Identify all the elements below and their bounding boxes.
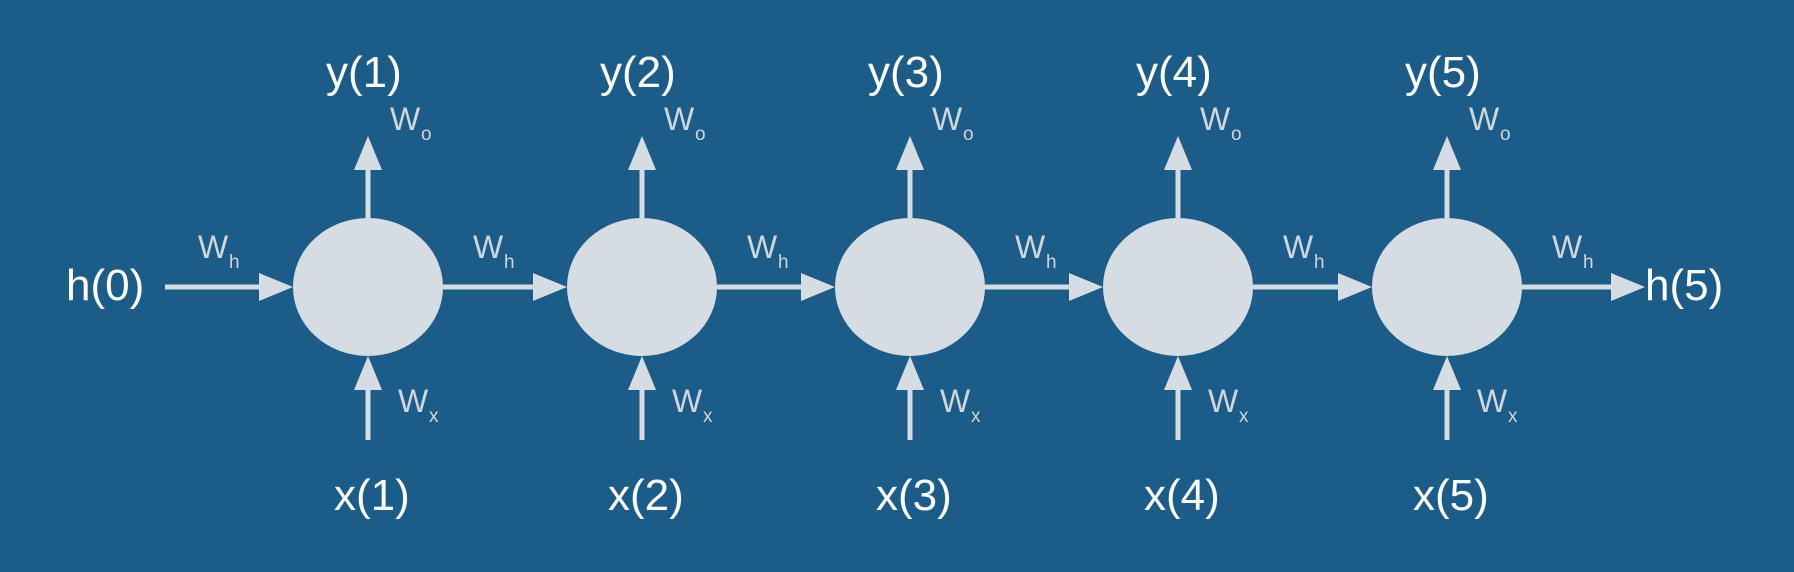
output-label-4: y(4) [1136,48,1212,97]
output-arrow-5-arrowhead [1433,136,1461,170]
hidden-weight-label-2-subscript: h [778,252,789,273]
output-label-2: y(2) [600,48,676,97]
hidden-weight-label-4-subscript: h [1314,252,1325,273]
input-arrow-4-arrowhead [1164,356,1192,390]
hidden-weight-label-0-base: W [198,229,229,265]
input-weight-label-4-subscript: x [1239,406,1249,427]
hidden-arrow-3-arrowhead [1069,273,1103,301]
output-arrow-3-arrowhead [896,136,924,170]
input-weight-label-3-subscript: x [971,406,981,427]
hidden-weight-label-0-subscript: h [229,252,240,273]
hidden-state-initial-label: h(0) [66,261,144,310]
output-weight-label-1-subscript: o [421,124,432,145]
output-weight-label-4-subscript: o [1231,124,1242,145]
input-weight-label-1-base: W [398,383,429,419]
hidden-arrow-2-arrowhead [801,273,835,301]
input-label-5: x(5) [1413,471,1489,520]
hidden-weight-label-3-subscript: h [1046,252,1057,273]
output-label-1: y(1) [326,48,402,97]
input-label-1: x(1) [334,471,410,520]
input-weight-label-1-subscript: x [429,406,439,427]
input-arrow-3-arrowhead [896,356,924,390]
input-weight-label-3-base: W [940,383,971,419]
rnn-cell-1 [293,218,443,356]
rnn-cell-5 [1372,218,1522,356]
hidden-state-final-label: h(5) [1645,261,1723,310]
input-weight-label-5-subscript: x [1508,406,1518,427]
input-arrow-1-arrowhead [354,356,382,390]
output-weight-label-4-base: W [1200,101,1231,137]
input-label-4: x(4) [1144,471,1220,520]
output-weight-label-2-base: W [664,101,695,137]
output-weight-label-3-subscript: o [963,124,974,145]
hidden-weight-label-5-subscript: h [1583,252,1594,273]
rnn-cell-2 [567,218,717,356]
input-label-3: x(3) [876,471,952,520]
hidden-weight-label-4-base: W [1283,229,1314,265]
output-weight-label-5-subscript: o [1500,124,1511,145]
output-arrow-1-arrowhead [354,136,382,170]
input-weight-label-2-subscript: x [703,406,713,427]
hidden-arrow-5-arrowhead [1611,273,1645,301]
output-weight-label-5-base: W [1469,101,1500,137]
input-weight-label-5-base: W [1477,383,1508,419]
hidden-weight-label-1-subscript: h [504,252,515,273]
rnn-cell-4 [1103,218,1253,356]
output-weight-label-1-base: W [390,101,421,137]
hidden-weight-label-2-base: W [747,229,778,265]
hidden-weight-label-5-base: W [1552,229,1583,265]
rnn-cell-3 [835,218,985,356]
hidden-arrow-1-arrowhead [533,273,567,301]
input-arrow-5-arrowhead [1433,356,1461,390]
hidden-arrow-4-arrowhead [1338,273,1372,301]
output-weight-label-2-subscript: o [695,124,706,145]
input-arrow-2-arrowhead [628,356,656,390]
output-arrow-4-arrowhead [1164,136,1192,170]
output-weight-label-3-base: W [932,101,963,137]
input-label-2: x(2) [608,471,684,520]
input-weight-label-4-base: W [1208,383,1239,419]
hidden-weight-label-1-base: W [473,229,504,265]
output-label-3: y(3) [868,48,944,97]
hidden-weight-label-3-base: W [1015,229,1046,265]
input-weight-label-2-base: W [672,383,703,419]
output-arrow-2-arrowhead [628,136,656,170]
output-label-5: y(5) [1405,48,1481,97]
hidden-arrow-0-arrowhead [259,273,293,301]
